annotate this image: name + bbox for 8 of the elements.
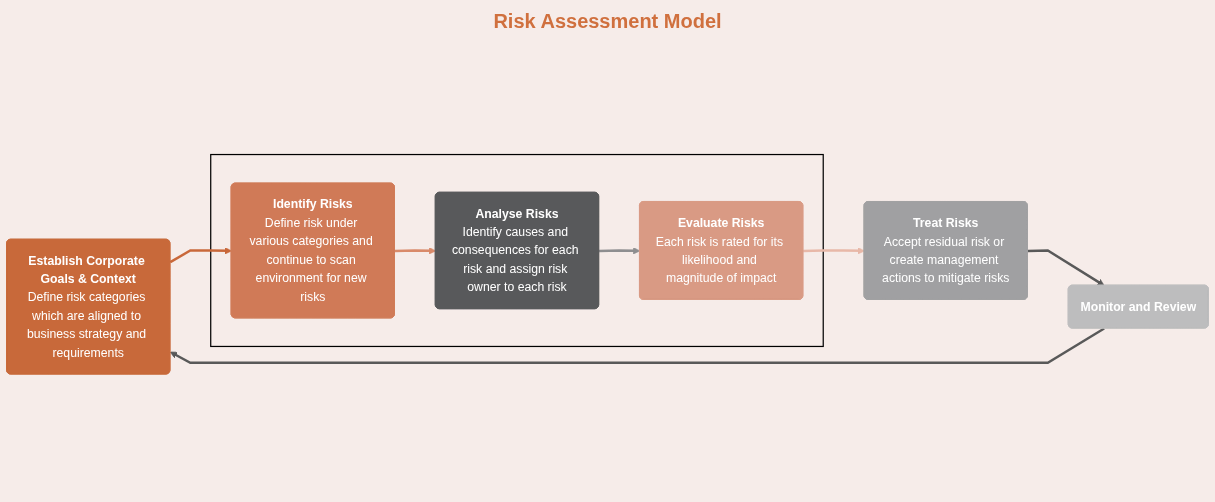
cluster bbox=[210, 154, 824, 348]
arrow bbox=[1027, 249, 1105, 287]
diagram-title: Risk Assessment Model bbox=[492, 10, 723, 33]
arrow bbox=[803, 247, 865, 255]
arrow bbox=[169, 247, 232, 264]
arrow bbox=[394, 247, 437, 255]
arrow bbox=[169, 327, 1105, 365]
arrow bbox=[599, 247, 641, 255]
